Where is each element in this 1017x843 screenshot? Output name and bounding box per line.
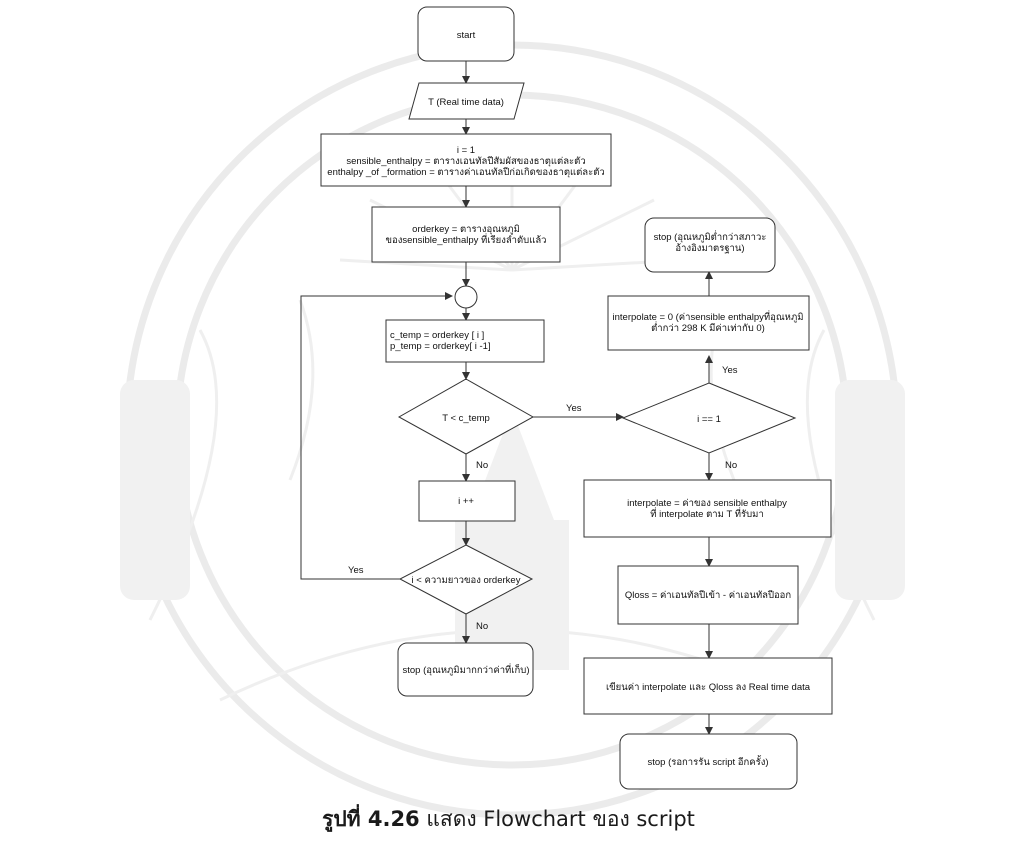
init-process — [320, 133, 612, 187]
temps-line-2: p_temp = orderkey[ i -1] — [390, 341, 491, 352]
start-label: start — [457, 30, 476, 41]
init-line-3: enthalpy _of _formation = ตารางค่าเอนทัล… — [327, 166, 604, 178]
edge-label-len-no: No — [476, 621, 488, 632]
interpolate-calc-process — [583, 479, 832, 538]
edge-loop-back — [300, 292, 453, 580]
caption-number: รูปที่ 4.26 — [322, 807, 420, 831]
stop-low-line-2: อ้างอิงมาตรฐาน) — [675, 243, 744, 254]
edge-label-len-yes: Yes — [348, 565, 364, 576]
stop-high-label: stop (อุณหภูมิมากกว่าค่าที่เก็บ) — [403, 663, 530, 676]
figure-caption: รูปที่ 4.26 แสดง Flowchart ของ script — [0, 803, 1017, 836]
input-label: T (Real time data) — [428, 97, 504, 108]
loop-junction — [454, 285, 478, 309]
decision-i-lt-length — [398, 544, 534, 615]
interp-zero-line-1: interpolate = 0 (ค่าsensible enthalpyที่… — [613, 310, 804, 323]
qloss-process — [617, 565, 799, 625]
temps-line-1: c_temp = orderkey [ i ] — [390, 330, 484, 341]
interp-zero-line-2: ต่ำกว่า 298 K มีค่าเท่ากับ 0) — [651, 321, 765, 334]
interpolate-zero-process — [607, 295, 810, 351]
init-line-1: i = 1 — [457, 145, 475, 156]
write-label: เขียนค่า interpolate และ Qloss ลง Real t… — [606, 681, 811, 693]
decision-t-label: T < c_temp — [442, 413, 490, 424]
orderkey-line-2: ของsensible_enthalpy ที่เรียงลำดับแล้ว — [386, 233, 547, 246]
init-line-2: sensible_enthalpy = ตารางเอนทัลปีสัมผัสข… — [346, 155, 585, 167]
decision-len-label: i < ความยาวของ orderkey — [412, 575, 521, 586]
start-terminal — [417, 6, 515, 62]
decision-i-label: i == 1 — [697, 414, 721, 425]
edge-label-i-yes: Yes — [722, 365, 738, 376]
write-process — [583, 657, 833, 715]
orderkey-process — [371, 206, 561, 263]
input-parallelogram — [408, 82, 525, 120]
edge-label-t-no: No — [476, 460, 488, 471]
edge-label-i-no: No — [725, 460, 737, 471]
increment-process — [418, 480, 516, 522]
decision-t-lt-ctemp — [397, 378, 535, 455]
decision-i-eq-1 — [621, 382, 797, 454]
caption-text: แสดง Flowchart ของ script — [419, 807, 695, 831]
stop-end-label: stop (รอการรัน script อีกครั้ง) — [647, 755, 768, 768]
increment-label: i ++ — [458, 496, 474, 507]
temps-process — [385, 319, 545, 363]
stop-end-terminal — [619, 733, 798, 790]
edge-label-t-yes: Yes — [566, 403, 582, 414]
interp-calc-line-2: ที่ interpolate ตาม T ที่รับมา — [650, 507, 764, 520]
stop-low-line-1: stop (อุณหภูมิต่ำกว่าสภาวะ — [654, 230, 767, 243]
orderkey-line-1: orderkey = ตารางอุณหภูมิ — [412, 224, 520, 235]
qloss-label: Qloss = ค่าเอนทัลปีเข้า - ค่าเอนทัลปีออก — [625, 589, 792, 601]
stop-low-terminal — [644, 217, 776, 273]
interp-calc-line-1: interpolate = ค่าของ sensible enthalpy — [627, 498, 787, 509]
stop-high-terminal — [397, 642, 534, 697]
